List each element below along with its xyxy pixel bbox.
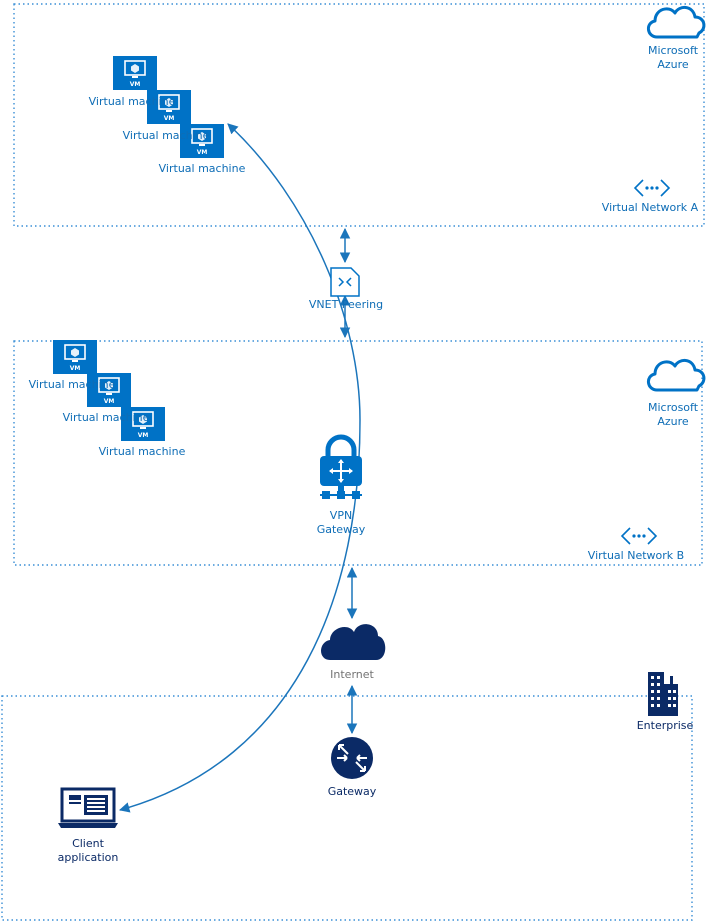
vm-label: Virtual machine (98, 445, 186, 458)
monitor-icon (52, 339, 98, 375)
client-label-line1: Client (72, 837, 104, 850)
cloud-icon (646, 358, 706, 392)
zone-virtual-network-a (13, 3, 705, 227)
vm-label: Virtual machine (62, 411, 150, 424)
monitor-icon (112, 55, 158, 91)
peering-label: VNET Peering (308, 298, 384, 311)
lock-icon (320, 434, 362, 499)
gateway-label: Gateway (327, 785, 377, 798)
vm-label: Virtual machine (88, 95, 176, 108)
enterprise-label: Enterprise (636, 719, 694, 732)
connection-client-to-vm (118, 123, 361, 813)
virtual-network-icon (621, 527, 657, 545)
azure-label-b-line2: Azure (657, 415, 689, 428)
vpn-label-line1: VPN (329, 509, 353, 522)
cloud-icon (646, 5, 706, 39)
network-b-label: Virtual Network B (587, 549, 685, 562)
zone-enterprise (1, 695, 693, 921)
router-icon (331, 737, 373, 779)
azure-label-b-line1: Microsoft (647, 401, 699, 414)
peering-icon (330, 267, 360, 297)
laptop-icon (58, 787, 118, 828)
vm-label: Virtual machine (122, 129, 210, 142)
building-icon (648, 672, 678, 716)
azure-label-a-line2: Azure (657, 58, 689, 71)
zone-virtual-network-b (13, 340, 703, 566)
internet-label: Internet (330, 668, 374, 681)
cloud-icon (321, 624, 386, 660)
vm-label: Virtual machine (158, 162, 246, 175)
client-label-line2: application (57, 851, 119, 864)
network-a-label: Virtual Network A (601, 201, 699, 214)
virtual-network-icon (634, 179, 670, 197)
vpn-label-line2: Gateway (316, 523, 366, 536)
azure-label-a-line1: Microsoft (647, 44, 699, 57)
vm-label: Virtual machine (28, 378, 116, 391)
